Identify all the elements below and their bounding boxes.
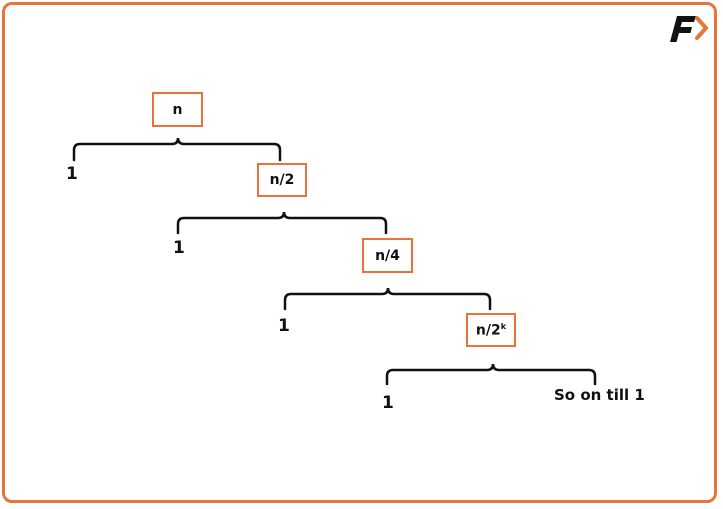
node-label: n	[172, 101, 183, 118]
node-label: n/2	[269, 172, 295, 188]
tree-node-n-over-4: n/4	[362, 238, 413, 273]
tree-node-n: n	[152, 92, 203, 127]
diagram-frame	[2, 2, 717, 503]
leaf-level-2: 1	[173, 238, 185, 258]
leaf-level-4: 1	[382, 393, 394, 413]
brand-logo-icon	[670, 16, 708, 42]
node-label-base: n/2	[475, 322, 501, 339]
tree-node-n-over-2: n/2	[257, 163, 307, 197]
brace-level-4	[385, 363, 597, 386]
tail-label: So on till 1	[554, 386, 645, 404]
leaf-level-3: 1	[278, 316, 290, 336]
node-label-exponent: k	[500, 321, 507, 331]
node-label: n/4	[375, 247, 400, 264]
brace-level-2	[176, 211, 388, 235]
tree-node-n-over-2-pow-k: n/2k	[466, 313, 516, 347]
node-label: n/2k	[476, 322, 506, 339]
leaf-level-1: 1	[66, 164, 78, 184]
brace-level-1	[72, 137, 282, 162]
brace-level-3	[283, 287, 492, 311]
